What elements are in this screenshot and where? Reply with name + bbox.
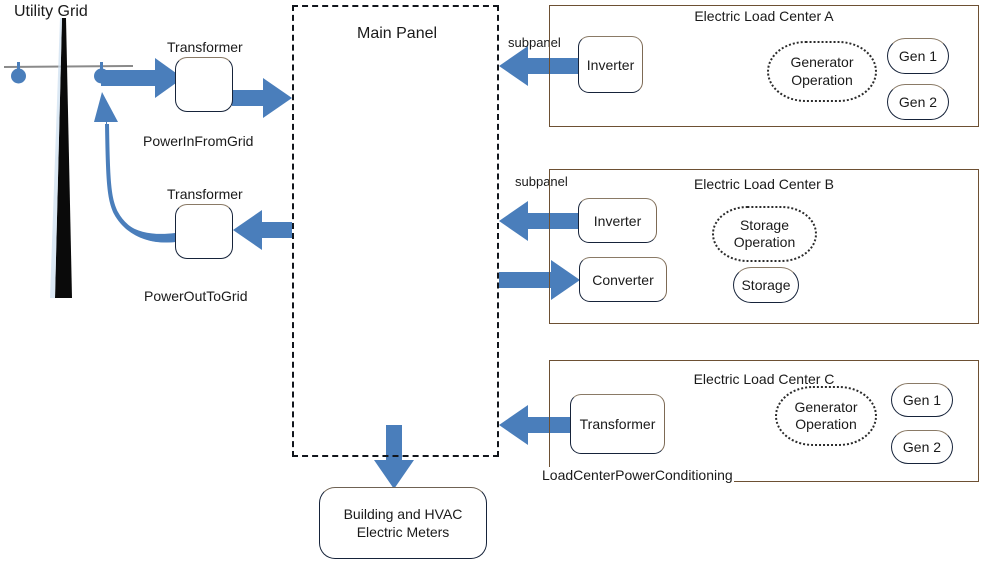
load-center-b-device-inverter[interactable]: Inverter	[578, 198, 657, 243]
subpanel-label-a: subpanel	[508, 35, 561, 50]
load-center-b-storage-operation: Storage Operation	[712, 206, 817, 262]
load-center-a-unit-gen-1[interactable]: Gen 1	[887, 38, 949, 74]
load-center-b-container	[549, 169, 979, 324]
transformer-in-label: Transformer	[167, 39, 243, 55]
load-center-b-unit-storage[interactable]: Storage	[733, 267, 799, 303]
load-center-a-device-inverter[interactable]: Inverter	[578, 36, 643, 93]
pole-insulator-left	[11, 62, 26, 84]
load-center-b-device-converter[interactable]: Converter	[579, 257, 667, 302]
load-center-c-device-transformer[interactable]: Transformer	[570, 394, 665, 454]
load-center-c-title: Electric Load Center C	[693, 371, 835, 387]
arrow-main-panel-to-transformer-out	[233, 210, 292, 250]
load-center-c-operation-line1: Generator	[794, 398, 858, 415]
load-center-c-unit-gen-2[interactable]: Gen 2	[891, 430, 953, 464]
load-center-a-container	[549, 5, 979, 127]
meters-line-2: Electric Meters	[356, 524, 450, 540]
transformer-in-box[interactable]	[175, 57, 233, 112]
load-center-b-operation-line2: Operation	[733, 234, 796, 250]
arrow-transformer-in-to-main-panel	[232, 78, 292, 118]
load-center-a-operation-line2: Operation	[791, 71, 853, 88]
load-center-a-generator-operation: Generator Operation	[767, 41, 877, 102]
utility-grid-title: Utility Grid	[14, 3, 88, 20]
load-center-a-title: Electric Load Center A	[694, 8, 834, 24]
load-center-a-operation-line1: Generator	[790, 54, 854, 70]
load-center-b-title: Electric Load Center B	[693, 176, 835, 192]
load-center-b-operation-line1: Storage	[739, 216, 790, 233]
arrow-transformer-out-to-grid	[94, 92, 175, 243]
subpanel-label-b: subpanel	[515, 174, 568, 189]
load-center-c-unit-gen-1[interactable]: Gen 1	[891, 383, 953, 417]
meters-line-1: Building and HVAC	[343, 505, 463, 522]
pole-insulator-right	[94, 62, 109, 84]
load-center-c-operation-line2: Operation	[795, 416, 857, 432]
load-center-c-generator-operation: Generator Operation	[775, 386, 877, 446]
transformer-out-label: Transformer	[167, 186, 243, 202]
power-out-to-grid-label: PowerOutToGrid	[144, 288, 248, 304]
utility-pole-shaft	[55, 18, 72, 298]
load-center-power-conditioning-label: LoadCenterPowerConditioning	[541, 467, 734, 484]
building-hvac-electric-meters-box[interactable]: Building and HVAC Electric Meters	[319, 487, 487, 559]
load-center-c-container	[549, 360, 979, 482]
load-center-a-unit-gen-2[interactable]: Gen 2	[887, 84, 949, 120]
main-panel-box[interactable]	[292, 5, 499, 457]
arrow-grid-to-transformer-in	[101, 58, 183, 98]
transformer-out-box[interactable]	[175, 204, 233, 259]
pole-crossbar-line	[3, 65, 134, 68]
power-in-from-grid-label: PowerInFromGrid	[143, 133, 254, 149]
main-panel-label: Main Panel	[357, 25, 438, 42]
